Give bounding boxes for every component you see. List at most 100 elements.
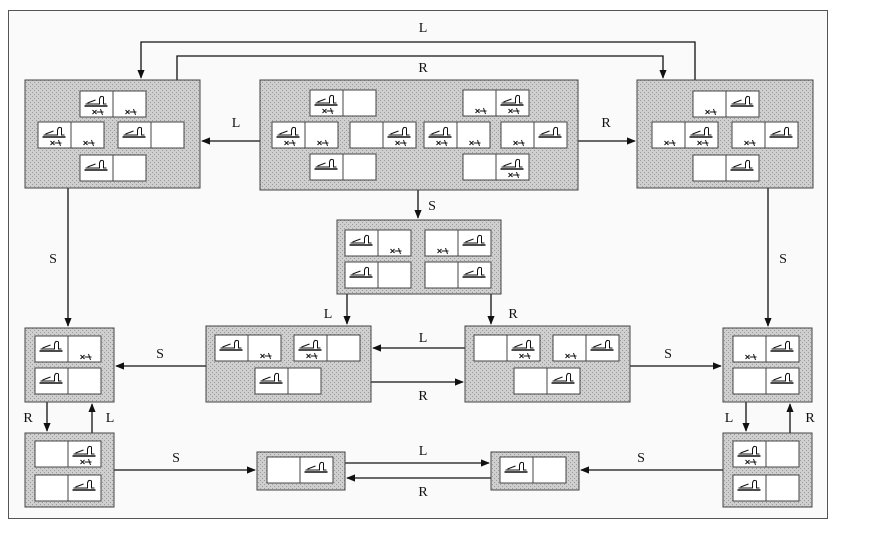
dirt-icon [705, 108, 717, 116]
world-cell-pair [552, 334, 620, 362]
label-left-l: L [106, 411, 115, 426]
label-top-r: R [418, 61, 428, 76]
dirt-icon [513, 139, 525, 147]
dirt-icon [390, 247, 402, 255]
world-cell-pair [473, 334, 541, 362]
vacuum-icon [314, 158, 338, 170]
vacuum-icon [276, 126, 300, 138]
dirt-icon [745, 458, 757, 466]
vacuum-icon [770, 372, 794, 384]
vacuum-icon [42, 126, 66, 138]
vacuum-icon [500, 94, 524, 106]
label-bottom-right-s: S [637, 451, 645, 466]
dirt-icon [519, 352, 531, 360]
vacuum-icon [72, 445, 96, 457]
label-goal-r: R [418, 485, 428, 500]
dirt-icon [565, 352, 577, 360]
state-after-left [24, 79, 201, 189]
dirt-icon [317, 139, 329, 147]
label-suck-l: L [324, 307, 333, 322]
label-initial-l: L [232, 116, 241, 131]
world-cell-pair [34, 367, 102, 395]
vacuum-icon [428, 126, 452, 138]
label-bottom-left-s: S [172, 451, 180, 466]
world-cell-pair [732, 474, 800, 502]
world-cell-pair [462, 153, 530, 181]
vacuum-icon [551, 372, 575, 384]
vacuum-icon [314, 94, 338, 106]
world-cell-pair [79, 154, 147, 182]
dirt-icon [437, 247, 449, 255]
world-cell-pair [34, 440, 102, 468]
vacuum-icon [259, 372, 283, 384]
world-cell-pair [79, 90, 147, 118]
world-cell-pair [462, 89, 530, 117]
dirt-icon [260, 352, 272, 360]
vacuum-icon [122, 126, 146, 138]
vacuum-icon [304, 461, 328, 473]
dirt-icon [80, 458, 92, 466]
world-cell-pair [424, 261, 492, 289]
vacuum-icon [39, 340, 63, 352]
vacuum-icon [84, 95, 108, 107]
dirt-icon [475, 107, 487, 115]
edge-top-right [176, 55, 667, 80]
dirt-icon [92, 108, 104, 116]
dirt-icon [50, 139, 62, 147]
dirt-icon [436, 139, 448, 147]
dirt-icon [306, 352, 318, 360]
label-mid-right-s: S [664, 347, 672, 362]
label-mid-l: L [419, 331, 428, 346]
vacuum-icon [72, 479, 96, 491]
world-cell-pair [732, 440, 800, 468]
vacuum-icon [387, 126, 411, 138]
world-cell-pair [499, 456, 567, 484]
world-cell-pair [214, 334, 282, 362]
label-mid-r: R [418, 389, 428, 404]
state-goal-left [490, 451, 580, 491]
label-mid-left-s: S [156, 347, 164, 362]
label-right-s: S [779, 252, 787, 267]
dirt-icon [508, 107, 520, 115]
dirt-icon [664, 139, 676, 147]
state-right-then-left [722, 432, 813, 508]
label-initial-r: R [601, 116, 611, 131]
world-cell-pair [732, 335, 800, 363]
world-cell-pair [293, 334, 361, 362]
vacuum-icon [737, 445, 761, 457]
state-after-right [636, 79, 814, 189]
world-cell-pair [309, 89, 377, 117]
dirt-icon [508, 171, 520, 179]
label-right-r: R [805, 411, 815, 426]
world-cell-pair [349, 121, 417, 149]
vacuum-icon [769, 126, 793, 138]
world-cell-pair [732, 367, 800, 395]
vacuum-icon [511, 339, 535, 351]
world-cell-pair [117, 121, 185, 149]
world-cell-pair [266, 456, 334, 484]
label-top-l: L [419, 21, 428, 36]
vacuum-icon [730, 95, 754, 107]
world-cell-pair [513, 367, 581, 395]
dirt-icon [284, 139, 296, 147]
world-cell-pair [254, 367, 322, 395]
vacuum-icon [538, 126, 562, 138]
dirt-icon [745, 353, 757, 361]
vacuum-icon [500, 158, 524, 170]
world-cell-pair [37, 121, 105, 149]
dirt-icon [83, 139, 95, 147]
dirt-icon [697, 139, 709, 147]
vacuum-icon [730, 159, 754, 171]
label-suck-r: R [508, 307, 518, 322]
label-right-l: L [725, 411, 734, 426]
world-cell-pair [344, 261, 412, 289]
vacuum-icon [39, 372, 63, 384]
dirt-icon [322, 107, 334, 115]
dirt-icon [80, 353, 92, 361]
vacuum-icon [770, 340, 794, 352]
world-cell-pair [692, 154, 760, 182]
dirt-icon [469, 139, 481, 147]
state-suck-right [464, 325, 631, 403]
state-initial [259, 79, 579, 191]
